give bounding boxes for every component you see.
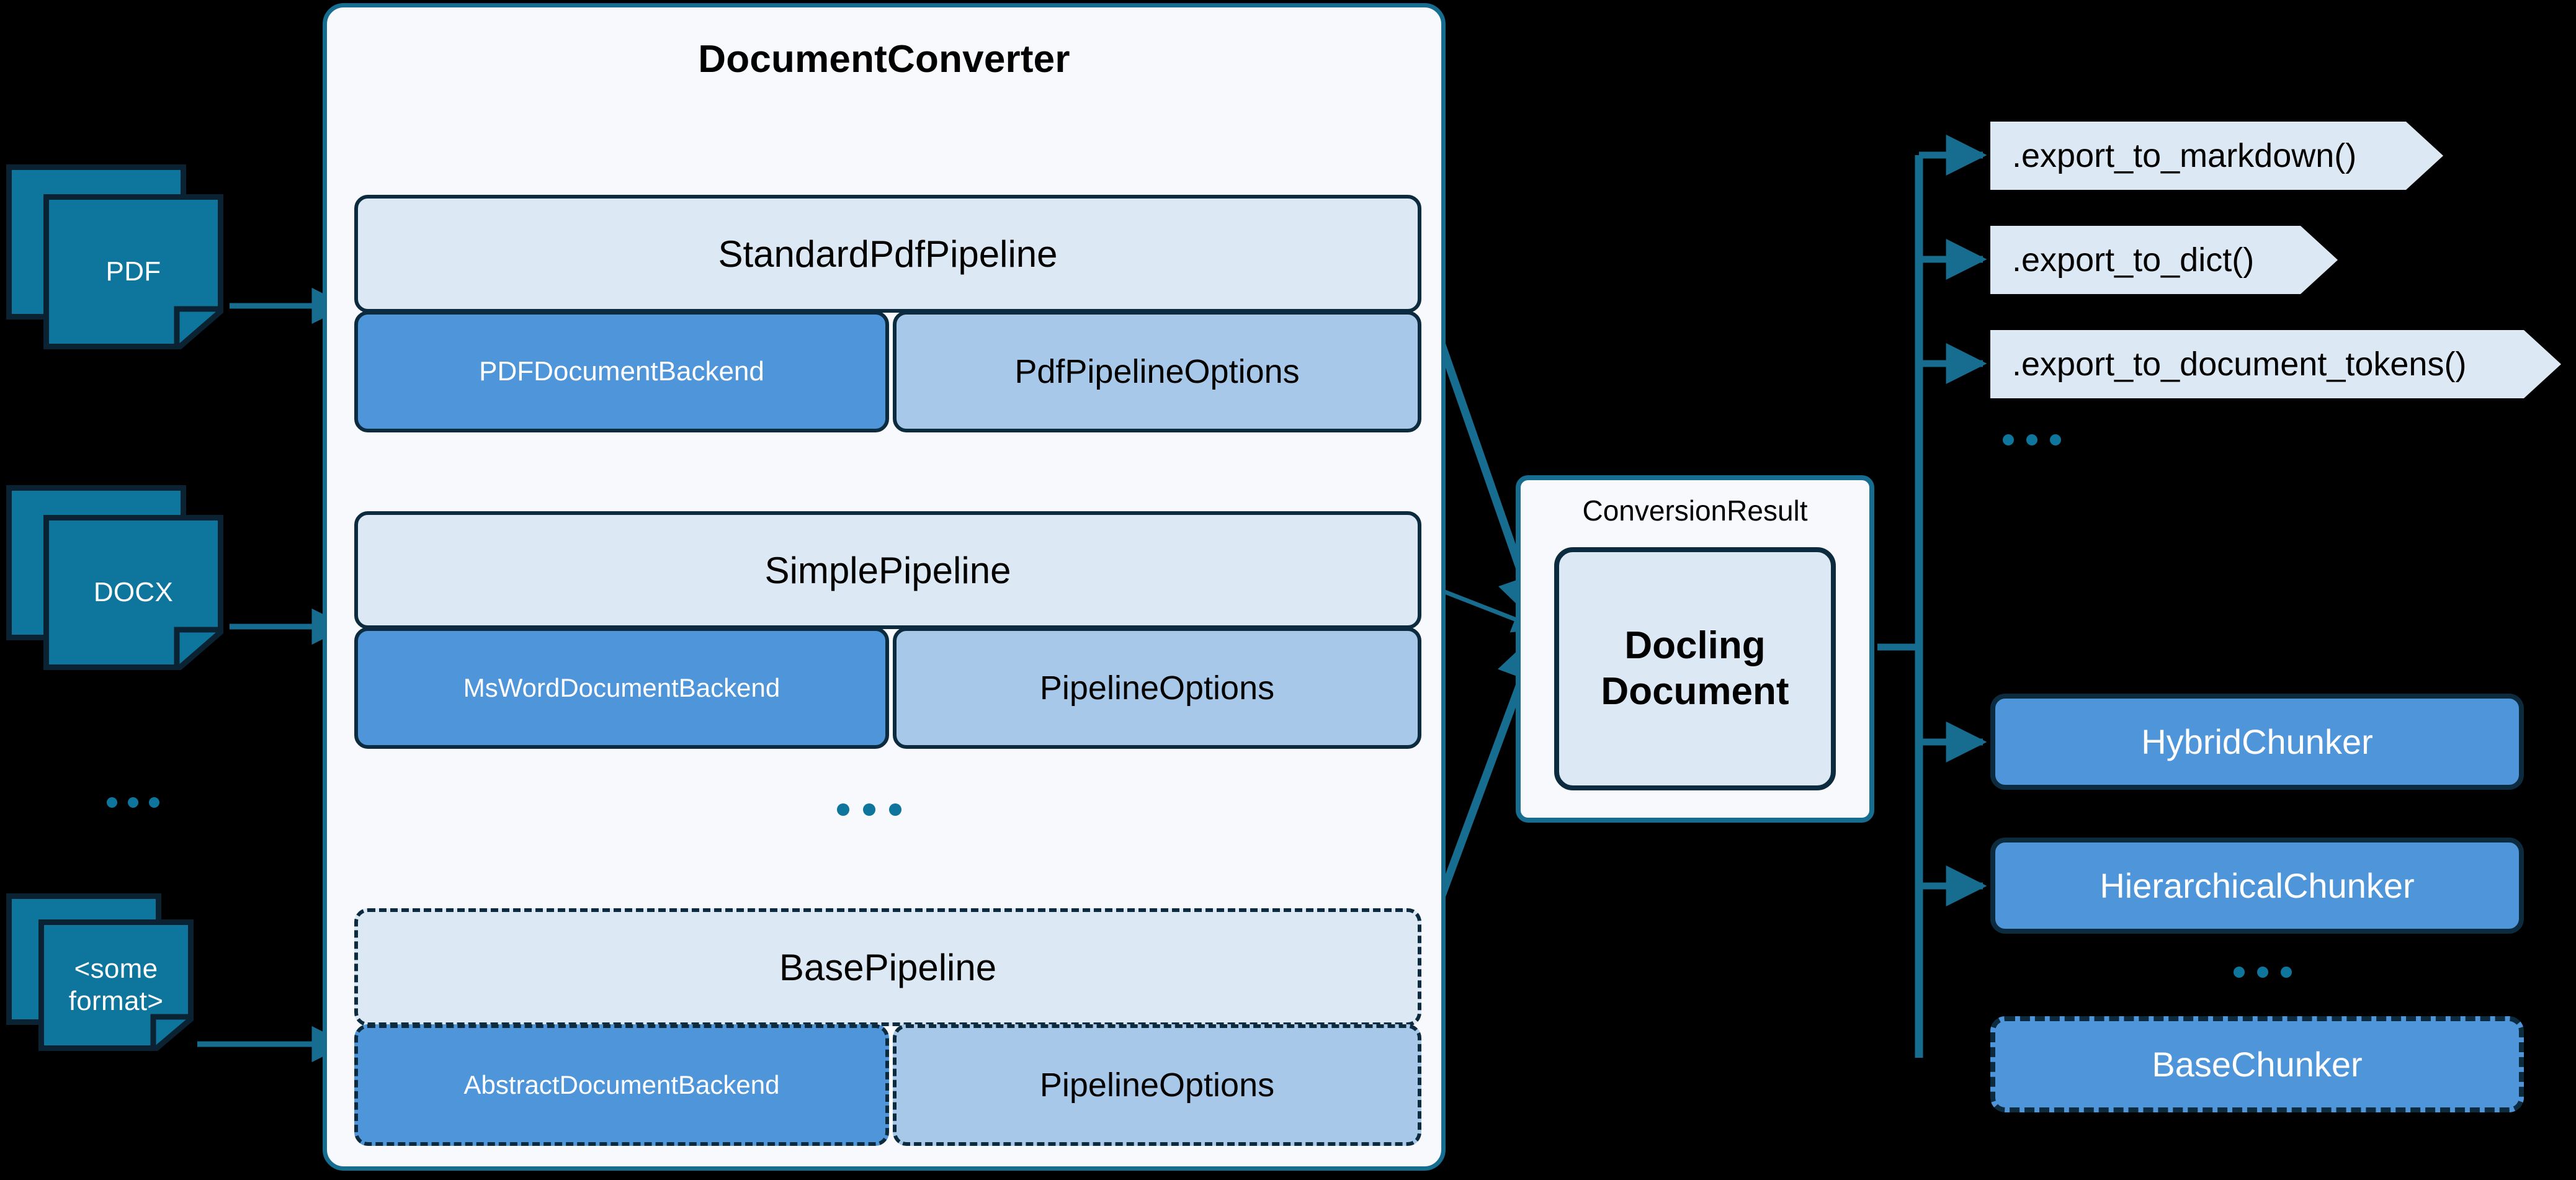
pipeline-simple[interactable]: SimplePipeline MsWordDocumentBackend Pip… xyxy=(354,511,1421,749)
pipeline-header: StandardPdfPipeline xyxy=(354,195,1421,313)
input-label-docx: DOCX xyxy=(93,577,174,608)
pipeline-title: SimplePipeline xyxy=(764,549,1011,591)
backend-label: PDFDocumentBackend xyxy=(479,356,764,387)
export-to-document-tokens-chevron[interactable]: .export_to_document_tokens() xyxy=(1990,330,2561,398)
chunkers-ellipsis xyxy=(2234,967,2292,978)
input-label-line2: format> xyxy=(68,986,164,1016)
options-label: PipelineOptions xyxy=(1039,1066,1275,1104)
pipeline-row: AbstractDocumentBackend PipelineOptions xyxy=(354,1024,1421,1146)
options-label: PipelineOptions xyxy=(1039,669,1275,707)
export-label: .export_to_markdown() xyxy=(2012,137,2357,174)
options-label: PdfPipelineOptions xyxy=(1014,353,1300,390)
document-front-sheet: <some format> xyxy=(38,919,194,1051)
document-front-sheet: DOCX xyxy=(43,515,223,670)
export-label: .export_to_dict() xyxy=(2012,241,2255,279)
chunker-label: HierarchicalChunker xyxy=(2100,866,2415,905)
pipeline-row: PDFDocumentBackend PdfPipelineOptions xyxy=(354,311,1421,432)
pipeline-title: BasePipeline xyxy=(779,946,997,988)
docling-document-line2: Document xyxy=(1601,670,1789,713)
base-chunker-box[interactable]: BaseChunker xyxy=(1990,1016,2524,1112)
chunker-label: BaseChunker xyxy=(2152,1045,2363,1084)
exports-ellipsis xyxy=(2003,434,2061,445)
converter-title: DocumentConverter xyxy=(698,38,1070,81)
pipeline-backend[interactable]: AbstractDocumentBackend xyxy=(354,1024,889,1146)
docling-document-line1: Docling xyxy=(1624,624,1766,667)
export-label: .export_to_document_tokens() xyxy=(2012,346,2467,383)
export-to-markdown-chevron[interactable]: .export_to_markdown() xyxy=(1990,122,2443,190)
pipeline-header: SimplePipeline xyxy=(354,511,1421,629)
pipeline-standard-pdf[interactable]: StandardPdfPipeline PDFDocumentBackend P… xyxy=(354,195,1421,432)
conversion-result-panel: ConversionResult Docling Document xyxy=(1516,475,1874,823)
pipeline-header: BasePipeline xyxy=(354,908,1421,1026)
backend-label: MsWordDocumentBackend xyxy=(463,673,780,702)
input-label-pdf: PDF xyxy=(105,256,161,287)
pipeline-options[interactable]: PipelineOptions xyxy=(893,627,1421,749)
pipeline-title: StandardPdfPipeline xyxy=(718,233,1058,275)
hierarchical-chunker-box[interactable]: HierarchicalChunker xyxy=(1990,838,2524,934)
pipeline-row: MsWordDocumentBackend PipelineOptions xyxy=(354,627,1421,749)
docling-document-box[interactable]: Docling Document xyxy=(1554,547,1836,790)
hybrid-chunker-box[interactable]: HybridChunker xyxy=(1990,694,2524,790)
pipeline-options[interactable]: PdfPipelineOptions xyxy=(893,311,1421,432)
inputs-ellipsis xyxy=(107,797,159,808)
docling-document-label: Docling Document xyxy=(1601,623,1789,715)
backend-label: AbstractDocumentBackend xyxy=(463,1070,780,1099)
document-converter-panel: DocumentConverter StandardPdfPipeline PD… xyxy=(323,3,1446,1171)
converter-ellipsis xyxy=(837,803,901,816)
pipeline-backend[interactable]: PDFDocumentBackend xyxy=(354,311,889,432)
input-label-some-format: <some format> xyxy=(69,953,164,1017)
input-label-line1: <some xyxy=(74,954,158,985)
pipeline-backend[interactable]: MsWordDocumentBackend xyxy=(354,627,889,749)
chunker-label: HybridChunker xyxy=(2141,722,2373,761)
document-front-sheet: PDF xyxy=(43,194,223,349)
export-to-dict-chevron[interactable]: .export_to_dict() xyxy=(1990,226,2338,294)
pipeline-base[interactable]: BasePipeline AbstractDocumentBackend Pip… xyxy=(354,908,1421,1146)
pipeline-options[interactable]: PipelineOptions xyxy=(893,1024,1421,1146)
conversion-result-title: ConversionResult xyxy=(1582,494,1808,527)
